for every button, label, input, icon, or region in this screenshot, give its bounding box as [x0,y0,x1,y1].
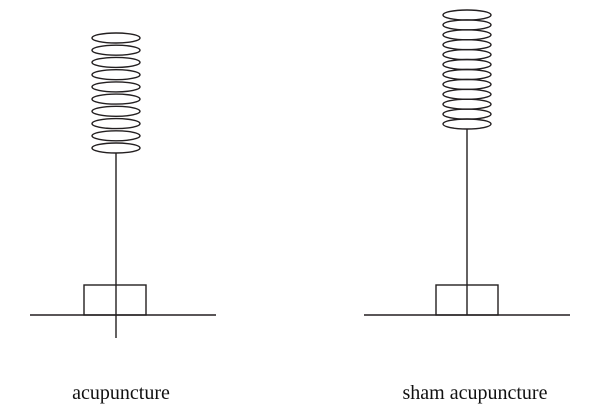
needle-handle-coil [91,32,141,44]
needle-base-block [83,284,147,316]
needle-handle-coil [91,44,141,56]
needle-handle-coil [442,78,492,91]
acupuncture-caption: acupuncture [72,382,170,404]
acupuncture-panel [30,32,216,338]
needle-handle-coil [442,98,492,110]
needle-handle-coil [91,105,141,118]
needle-handle-coil [91,56,141,69]
needle-handle-coil [91,117,141,130]
needle-handle-coil [442,39,492,51]
sham-acupuncture-panel [364,9,570,316]
needle-handle-coil [91,81,141,93]
needle-handle-coil [91,130,141,142]
needle-handle-coil [91,142,141,154]
needle-handle-coil [442,29,492,41]
sham-acupuncture-caption: sham acupuncture [402,382,548,404]
needle-handle-coil [442,9,492,21]
needle-handle-coil [91,93,141,105]
needle-handle-coil [442,108,492,120]
needle-handle-coil [442,68,492,81]
needle-handle-coil [91,68,141,81]
needle-handle-coil [442,48,492,61]
needle-handle-coil [442,118,492,130]
needle-handle-coil [442,58,492,71]
needle-handle-coil [442,88,492,101]
needle-handle-coil [442,19,492,31]
